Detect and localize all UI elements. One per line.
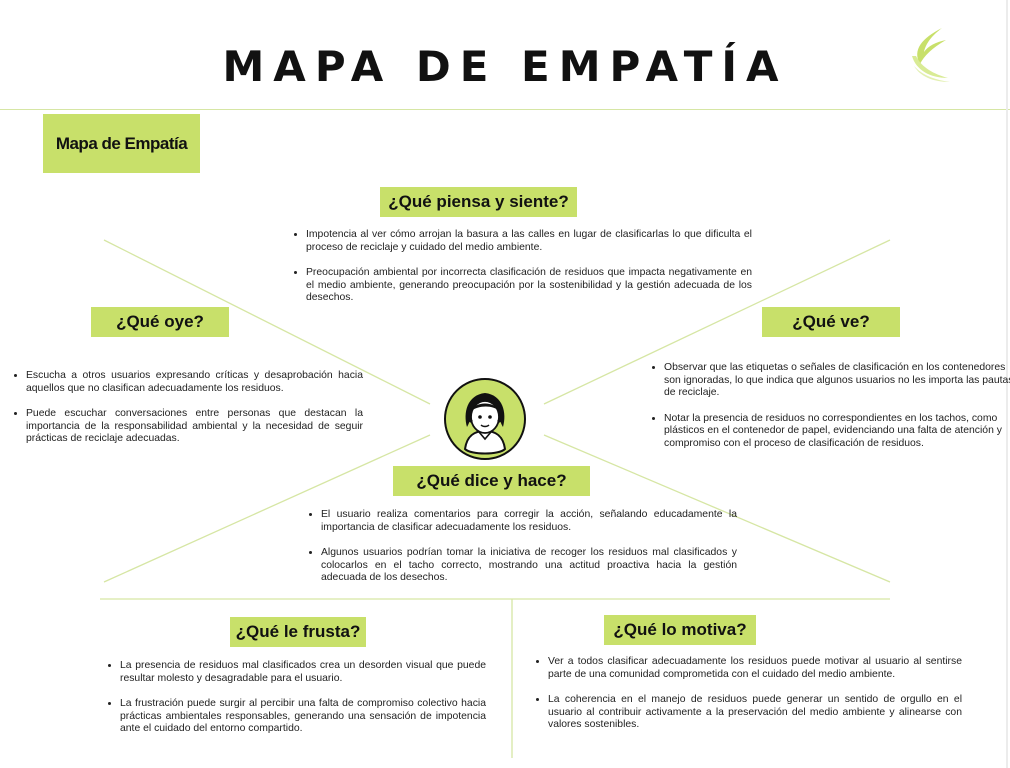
section-title-dice: ¿Qué dice y hace? bbox=[393, 466, 590, 496]
section-title-oye: ¿Qué oye? bbox=[91, 307, 229, 337]
list-frusta: La presencia de residuos mal clasificado… bbox=[104, 659, 486, 748]
page-edge bbox=[1006, 0, 1008, 768]
section-title-frusta: ¿Qué le frusta? bbox=[230, 617, 366, 647]
list-item: El usuario realiza comentarios para corr… bbox=[321, 508, 737, 534]
list-oye: Escucha a otros usuarios expresando crít… bbox=[10, 369, 363, 458]
list-item: La presencia de residuos mal clasificado… bbox=[120, 659, 486, 685]
page-title: MAPA DE EMPATÍA bbox=[222, 42, 788, 91]
list-item: Impotencia al ver cómo arrojan la basura… bbox=[306, 228, 752, 254]
list-item: Preocupación ambiental por incorrecta cl… bbox=[306, 266, 752, 305]
leaf-swoosh-icon bbox=[912, 28, 950, 82]
list-motiva: Ver a todos clasificar adecuadamente los… bbox=[532, 655, 962, 744]
section-title-ve: ¿Qué ve? bbox=[762, 307, 900, 337]
list-dice: El usuario realiza comentarios para corr… bbox=[305, 508, 737, 597]
list-item: Puede escuchar conversaciones entre pers… bbox=[26, 407, 363, 446]
map-label-badge: Mapa de Empatía bbox=[43, 114, 200, 173]
list-item: La frustración puede surgir al percibir … bbox=[120, 697, 486, 736]
list-item: La coherencia en el manejo de residuos p… bbox=[548, 693, 962, 732]
list-item: Notar la presencia de residuos no corres… bbox=[664, 412, 1010, 451]
section-title-motiva: ¿Qué lo motiva? bbox=[604, 615, 756, 645]
header-divider bbox=[0, 109, 1010, 110]
list-ve: Observar que las etiquetas o señales de … bbox=[648, 361, 1010, 463]
list-piensa: Impotencia al ver cómo arrojan la basura… bbox=[290, 228, 752, 317]
list-item: Observar que las etiquetas o señales de … bbox=[664, 361, 1010, 400]
section-title-piensa: ¿Qué piensa y siente? bbox=[380, 187, 577, 217]
list-item: Ver a todos clasificar adecuadamente los… bbox=[548, 655, 962, 681]
list-item: Algunos usuarios podrían tomar la inicia… bbox=[321, 546, 737, 585]
list-item: Escucha a otros usuarios expresando crít… bbox=[26, 369, 363, 395]
user-avatar-icon bbox=[444, 378, 526, 460]
